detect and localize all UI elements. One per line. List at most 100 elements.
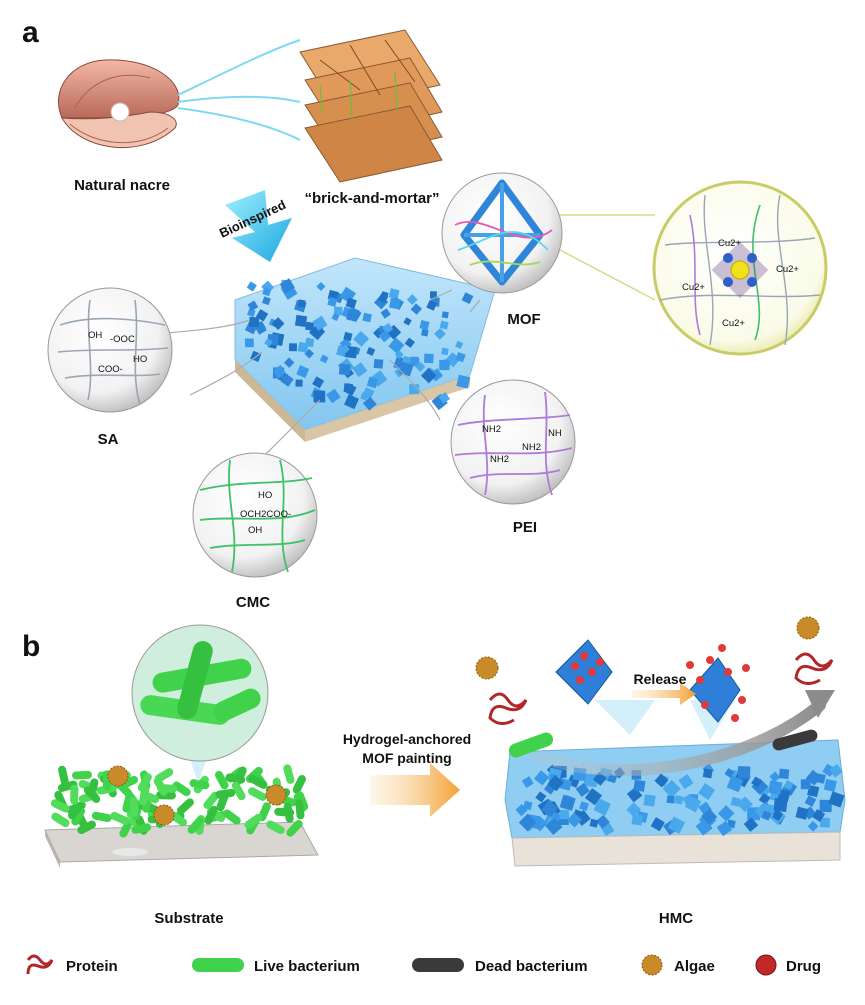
- mof-particle: [724, 768, 735, 778]
- mof-particle: [343, 383, 353, 393]
- bacterium: [83, 786, 101, 803]
- cu-ion-1: Cu2+: [718, 238, 741, 249]
- mof-particle: [769, 771, 781, 783]
- mof-particle: [819, 817, 831, 828]
- drug-particle: [706, 656, 714, 664]
- mof-particle: [279, 278, 295, 294]
- mof-particle: [406, 294, 418, 306]
- algae-icon: [641, 954, 663, 976]
- mof-particle: [338, 363, 351, 376]
- drug-icon: [755, 954, 777, 976]
- drug-particle: [742, 664, 750, 672]
- mof-particle: [262, 287, 272, 297]
- brick-label: “brick-and-mortar”: [304, 190, 439, 207]
- cmc-group-3: OH: [248, 525, 262, 536]
- mof-particle: [535, 791, 547, 803]
- drug-particle: [571, 662, 579, 670]
- drug-particles: [571, 644, 750, 722]
- mof-particle: [650, 817, 665, 832]
- mof-particle: [247, 300, 259, 312]
- mof-particle: [305, 338, 315, 348]
- drug-particle: [580, 652, 588, 660]
- metal-cluster-icon: [711, 241, 769, 299]
- mof-particle: [545, 817, 563, 836]
- legend-dead-bacterium: Dead bacterium: [412, 958, 588, 975]
- bacterium: [223, 809, 241, 825]
- bacterium: [295, 799, 305, 820]
- algae-icon: [796, 616, 820, 640]
- mof-particle: [438, 392, 451, 404]
- mof-particle: [698, 783, 716, 800]
- protein-icon: [26, 954, 54, 975]
- mof-particle: [247, 308, 256, 318]
- mof-particle: [566, 812, 582, 828]
- bacterium: [68, 802, 84, 820]
- mof-particle: [327, 296, 338, 307]
- legend-drug: Drug: [755, 954, 821, 976]
- mof-particle-cluster: [244, 278, 474, 411]
- dead-bacterium-icon: [412, 958, 464, 972]
- mof-particle: [768, 780, 783, 795]
- legend-algae: Algae: [641, 954, 715, 976]
- bioinspired-arrow: [225, 190, 292, 262]
- mof-particle: [441, 347, 449, 356]
- mof-particle: [409, 356, 419, 367]
- bacterium: [57, 780, 78, 792]
- mof-particle: [521, 776, 534, 789]
- mof-particle: [420, 367, 437, 384]
- mof-particle: [404, 337, 415, 348]
- mof-particle: [737, 796, 753, 813]
- mof-particle: [255, 309, 269, 322]
- mof-particle: [366, 347, 376, 356]
- cu-ion-4: Cu2+: [722, 318, 745, 329]
- mof-particle: [441, 311, 449, 319]
- legend-dead-label: Dead bacterium: [475, 958, 588, 975]
- brick-and-mortar-stack: [299, 29, 443, 183]
- mof-particle: [316, 281, 326, 291]
- legend-protein: Protein: [26, 954, 118, 975]
- mof-particle: [313, 390, 326, 403]
- process-arrow: [370, 763, 460, 817]
- live-bacterium-icon: [192, 958, 244, 972]
- mof-particle: [388, 288, 400, 300]
- algae-icon: [475, 656, 499, 680]
- drug-particle: [738, 696, 746, 704]
- mof-particle: [272, 365, 286, 379]
- mof-particle: [667, 816, 686, 834]
- mof-particle: [378, 329, 391, 343]
- bacterium: [292, 775, 306, 794]
- mof-particle: [773, 798, 788, 813]
- cmc-group-2: OCH2COO-: [240, 509, 291, 520]
- mof-particle: [456, 374, 471, 389]
- legend-algae-label: Algae: [674, 958, 715, 975]
- mof-particle: [246, 281, 257, 292]
- bacterium: [231, 781, 246, 801]
- bacterium: [77, 820, 96, 835]
- live-bacterium-icon: [508, 732, 554, 758]
- mof-particle: [394, 350, 404, 359]
- mof-particle: [829, 764, 843, 778]
- mof-particle: [812, 809, 826, 822]
- mof-particle: [778, 768, 790, 780]
- mof-particle: [312, 315, 328, 331]
- mof-particle: [828, 791, 845, 808]
- bacterium: [189, 779, 210, 790]
- pei-zoom-circle: [450, 379, 576, 505]
- copper-zoom-circle: [652, 180, 828, 356]
- release-label: Release: [634, 671, 687, 687]
- mof-zoom-circle: [441, 172, 563, 294]
- bacterium: [283, 802, 294, 823]
- sa-group-1: OH: [88, 330, 102, 341]
- kill-trajectory-arrow: [514, 699, 826, 777]
- drug-particle: [596, 658, 604, 666]
- mof-particle: [245, 338, 254, 348]
- drug-particle: [576, 676, 584, 684]
- mof-particle: [518, 813, 537, 832]
- dead-bacterium-icon: [772, 729, 818, 751]
- mof-particle: [589, 818, 599, 828]
- mof-label: MOF: [507, 311, 540, 328]
- mof-particle: [410, 303, 423, 315]
- mof-particle: [678, 774, 694, 790]
- bacterium: [137, 773, 152, 792]
- bacterium: [58, 765, 69, 786]
